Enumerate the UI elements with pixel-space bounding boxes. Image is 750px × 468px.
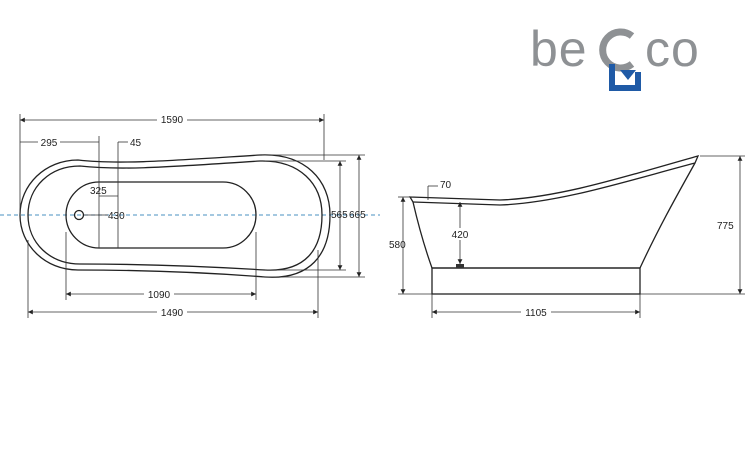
tub-side-outline xyxy=(408,155,700,269)
tub-inner-basin xyxy=(65,181,257,249)
logo-text-right: co xyxy=(645,21,700,77)
dim-overall-width: 665 xyxy=(349,210,366,221)
tub-side-base xyxy=(431,267,641,295)
dim-drain-offset-y: 325 xyxy=(90,186,107,197)
dim-low-height: 580 xyxy=(389,240,406,251)
dim-inner-depth: 420 xyxy=(452,230,469,241)
besco-logo: be co xyxy=(530,21,700,91)
logo-mark-icon xyxy=(599,28,641,91)
dim-offset-drain: 295 xyxy=(41,138,58,149)
side-view: 70 420 580 775 1105 xyxy=(389,155,745,319)
drain-icon xyxy=(73,209,85,221)
side-drain xyxy=(456,264,464,268)
top-view: 1590 295 45 325 430 565 665 1090 xyxy=(0,113,380,319)
dim-side-base-length: 1105 xyxy=(525,308,547,319)
dim-rim-thickness: 70 xyxy=(440,180,452,191)
dim-drain-offset-x: 430 xyxy=(108,211,125,222)
dim-inner-width: 565 xyxy=(331,210,348,221)
dim-base-length: 1490 xyxy=(161,308,184,319)
dim-overall-length: 1590 xyxy=(161,115,184,126)
tub-outline-rim xyxy=(27,160,323,271)
logo-text-left: be xyxy=(530,21,588,77)
dim-high-height: 775 xyxy=(717,221,734,232)
tub-side-rim xyxy=(412,162,696,206)
dim-offset-rim: 45 xyxy=(130,138,142,149)
dim-inner-length: 1090 xyxy=(148,290,171,301)
